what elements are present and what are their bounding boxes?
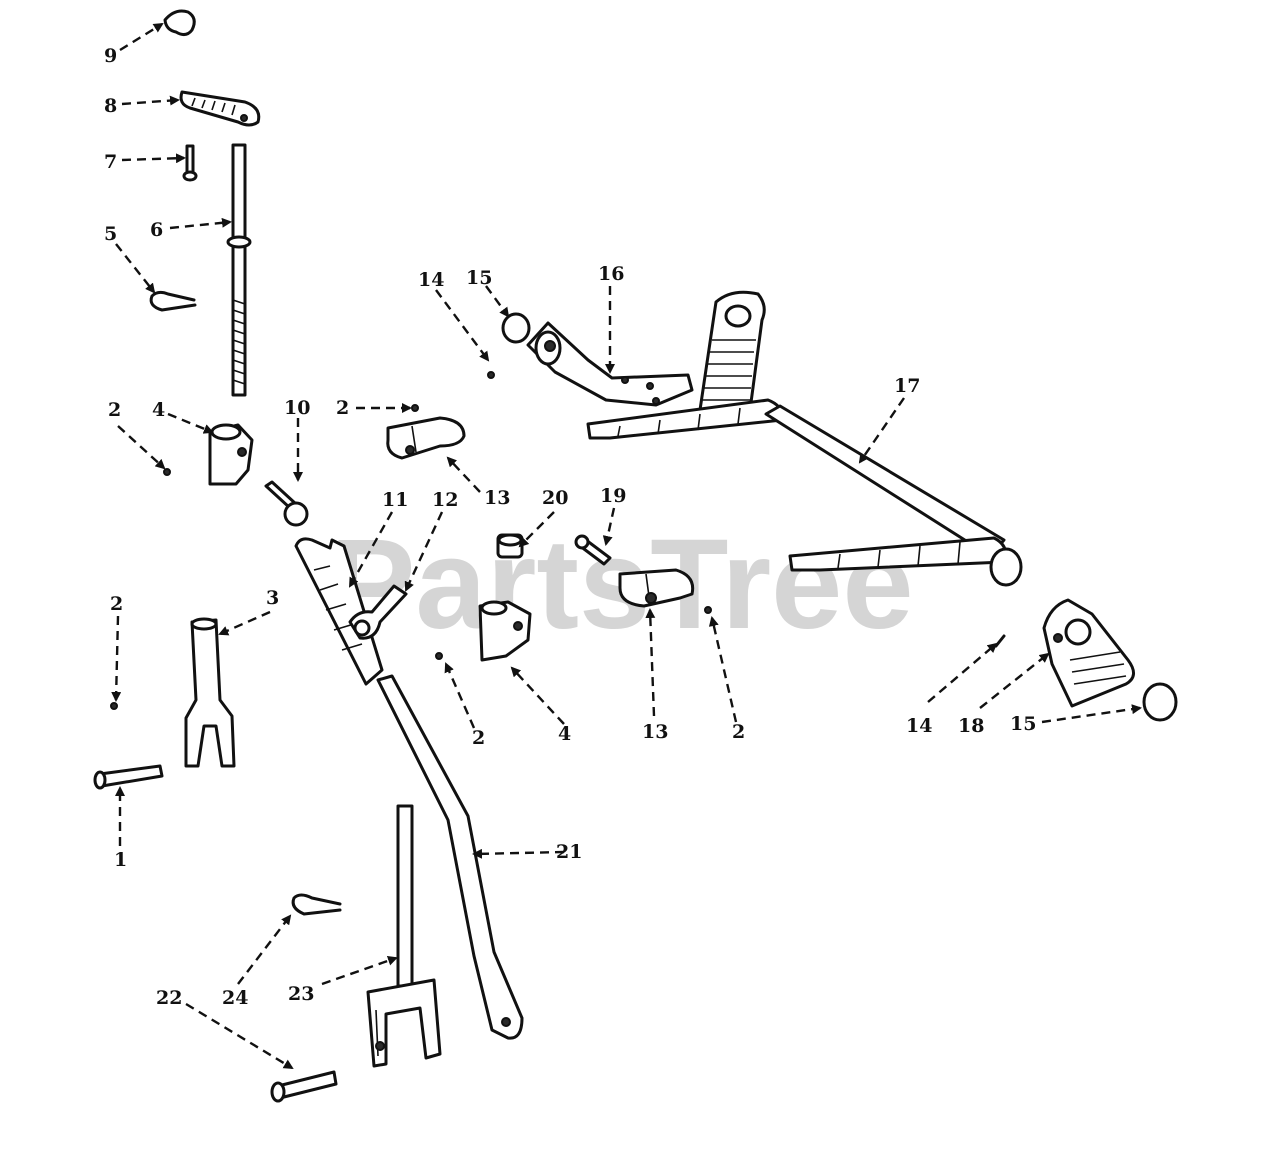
part-4-pivot-block-b bbox=[478, 600, 532, 662]
part-18-bracket-plate bbox=[1042, 598, 1135, 708]
part-2-pin-c bbox=[110, 702, 118, 710]
callout-2: 2 bbox=[108, 399, 121, 421]
callout-23: 23 bbox=[288, 983, 314, 1005]
part-15-ring-a bbox=[501, 312, 531, 344]
part-16-bracket bbox=[526, 321, 694, 407]
callout-7: 7 bbox=[104, 151, 117, 173]
callout-9: 9 bbox=[104, 45, 117, 67]
callout-14: 14 bbox=[418, 269, 444, 291]
part-10-wing-bolt bbox=[264, 480, 309, 527]
callout-11: 11 bbox=[382, 489, 408, 511]
leader-lines bbox=[111, 22, 1142, 1070]
callout-16: 16 bbox=[598, 263, 624, 285]
callout-5: 5 bbox=[104, 223, 117, 245]
callout-3: 3 bbox=[266, 587, 279, 609]
part-22-clevis-pin bbox=[270, 1070, 338, 1103]
part-19-bolt bbox=[574, 534, 612, 566]
callout-15: 15 bbox=[466, 267, 492, 289]
part-12-lever-link bbox=[348, 584, 408, 640]
part-2-pin-a bbox=[163, 468, 171, 476]
callout-21: 21 bbox=[556, 841, 582, 863]
part-3-fork bbox=[184, 617, 236, 768]
callout-20: 20 bbox=[542, 487, 568, 509]
callout-18: 18 bbox=[958, 715, 984, 737]
part-2-pin-e bbox=[704, 606, 712, 614]
callout-labels: 9 8 7 6 5 2 4 10 2 13 14 15 16 17 11 12 … bbox=[104, 45, 1036, 1009]
part-23-fork-rod bbox=[366, 804, 442, 1068]
part-7-pin bbox=[182, 144, 198, 182]
part-6-threaded-rod bbox=[226, 143, 252, 397]
part-15-ring-b bbox=[1142, 682, 1178, 722]
part-21-long-rod bbox=[376, 674, 524, 1040]
callout-2: 2 bbox=[110, 593, 123, 615]
part-24-hairpin-clip bbox=[291, 893, 342, 916]
part-5-hairpin-clip bbox=[149, 290, 197, 312]
part-14-pin-a bbox=[487, 371, 495, 379]
callout-15: 15 bbox=[1010, 713, 1036, 735]
part-17-axle-assembly bbox=[586, 290, 1023, 587]
callout-1: 1 bbox=[114, 849, 127, 871]
part-9-knob bbox=[163, 9, 196, 37]
callout-13: 13 bbox=[642, 721, 668, 743]
part-20-nut bbox=[496, 533, 524, 559]
callout-14: 14 bbox=[906, 715, 932, 737]
callout-17: 17 bbox=[894, 375, 920, 397]
callout-4: 4 bbox=[558, 723, 571, 745]
callout-19: 19 bbox=[600, 485, 626, 507]
part-4-pivot-block-a bbox=[208, 423, 254, 486]
part-1-clevis-pin bbox=[93, 764, 164, 790]
callout-12: 12 bbox=[432, 489, 458, 511]
part-13-clevis-b bbox=[618, 568, 695, 608]
callout-10: 10 bbox=[284, 397, 310, 419]
part-13-clevis-a bbox=[386, 416, 466, 460]
part-14-pin-b bbox=[994, 634, 1006, 648]
callout-2: 2 bbox=[732, 721, 745, 743]
part-2-pin-b bbox=[411, 404, 419, 412]
part-8-handle-grip bbox=[179, 90, 261, 127]
callout-22: 22 bbox=[156, 987, 182, 1009]
callout-24: 24 bbox=[222, 987, 248, 1009]
callout-8: 8 bbox=[104, 95, 117, 117]
callout-6: 6 bbox=[150, 219, 163, 241]
callout-4: 4 bbox=[152, 399, 165, 421]
callout-13: 13 bbox=[484, 487, 510, 509]
callout-2: 2 bbox=[336, 397, 349, 419]
callout-2: 2 bbox=[472, 727, 485, 749]
part-2-pin-d bbox=[435, 652, 443, 660]
